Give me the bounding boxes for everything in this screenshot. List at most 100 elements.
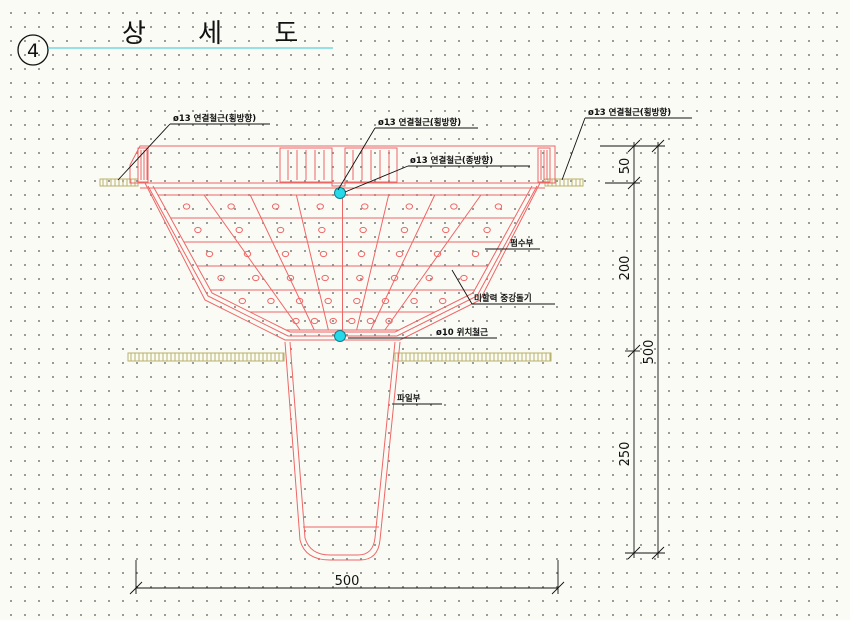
grid-cell-hole bbox=[318, 226, 326, 234]
grid-cell-hole bbox=[238, 297, 247, 305]
grid-cell-hole bbox=[390, 274, 399, 282]
grid-cell-hole bbox=[348, 317, 356, 325]
grid-cell-hole bbox=[243, 250, 252, 258]
grid-cell-hole bbox=[425, 274, 433, 282]
grid-cell-hole bbox=[460, 274, 468, 282]
grid-cell-hole bbox=[319, 250, 328, 258]
rebar-markers bbox=[334, 187, 346, 342]
dim-top: 50 bbox=[618, 158, 633, 175]
grid-cell-hole bbox=[194, 226, 202, 234]
rebar-hatch-mid-left bbox=[127, 352, 285, 362]
tick bbox=[627, 176, 641, 190]
grid-cell-hole bbox=[366, 317, 375, 325]
title-block: 4 상 세 도 bbox=[17, 19, 333, 66]
label-rebar-long: ø13 연결철근(종방향) bbox=[410, 155, 493, 166]
grid-cell-hole bbox=[316, 203, 324, 210]
center-notch bbox=[331, 150, 346, 187]
labels: ø13 연결철근(횡방향) ø13 연결철근(횡방향) ø13 연결철근(횡방향… bbox=[173, 107, 671, 404]
grid-cell-hole bbox=[329, 317, 337, 325]
dim-total: 500 bbox=[642, 340, 657, 365]
leader-rebar-left bbox=[117, 123, 171, 181]
grid-cell-hole bbox=[385, 317, 393, 325]
grid-cell-hole bbox=[450, 203, 458, 210]
label-pile: 파일부 bbox=[397, 393, 421, 404]
grid-col-line bbox=[370, 194, 436, 331]
grid-cell-hole bbox=[381, 297, 390, 305]
grid-cell-hole bbox=[395, 250, 404, 258]
dim-mid: 200 bbox=[618, 256, 633, 281]
grid-cell-hole bbox=[483, 226, 491, 234]
leader-rebar-right bbox=[561, 117, 586, 181]
leaders bbox=[117, 117, 692, 405]
grid-cell-hole bbox=[321, 274, 329, 282]
grid-cell-hole bbox=[359, 226, 367, 234]
grid-cell-hole bbox=[433, 250, 442, 258]
pile-inner bbox=[289, 341, 396, 556]
drawing-title: 상 세 도 bbox=[122, 19, 320, 49]
dim-width: 500 bbox=[335, 574, 360, 589]
grid-cell-hole bbox=[182, 203, 191, 210]
grid-cell-hole bbox=[471, 250, 480, 258]
grid-cell-hole bbox=[438, 297, 447, 305]
grid-cell-hole bbox=[205, 250, 214, 258]
rebar-marker-bottom bbox=[334, 330, 346, 342]
section-number-circle bbox=[17, 34, 49, 66]
grid-cell-hole bbox=[361, 203, 369, 210]
grid-cell-hole bbox=[276, 226, 285, 234]
label-stiffener: 미할력 중강돌기 bbox=[474, 293, 532, 304]
grid-col-line bbox=[295, 194, 329, 331]
structure bbox=[129, 145, 556, 561]
dim-bottom: 250 bbox=[618, 442, 633, 467]
grid-cell-hole bbox=[235, 226, 243, 234]
rebar-hatch-ticks bbox=[102, 179, 581, 361]
grid-cell-hole bbox=[281, 250, 290, 258]
grid-cell-hole bbox=[410, 297, 418, 305]
grid-cell-hole bbox=[292, 317, 300, 325]
grid-cell-hole bbox=[357, 250, 366, 258]
label-footing: 펌수부 bbox=[510, 238, 534, 249]
grid-cell-hole bbox=[405, 203, 414, 210]
label-position-rebar: ø10 위치철근 bbox=[436, 327, 488, 338]
grid-cell-hole bbox=[252, 274, 260, 282]
section-number: 4 bbox=[27, 40, 39, 62]
grid-col-line bbox=[356, 194, 390, 331]
funnel-grid bbox=[157, 194, 528, 331]
label-rebar-right: ø13 연결철근(횡방향) bbox=[588, 107, 671, 118]
label-rebar-center: ø13 연결철근(횡방향) bbox=[378, 117, 461, 128]
rebar-hatch-group bbox=[99, 178, 584, 362]
tick bbox=[627, 344, 641, 358]
grid-cell-hole bbox=[442, 226, 450, 234]
grid-col-line bbox=[249, 194, 315, 331]
grid-cell-hole bbox=[353, 297, 361, 305]
grid-cell-hole bbox=[400, 226, 409, 234]
grid-col-line bbox=[203, 194, 301, 331]
pile-outline bbox=[284, 341, 401, 561]
dimension-labels: 50 200 500 250 500 bbox=[335, 158, 657, 589]
leader-rebar-center bbox=[337, 127, 376, 191]
parapet-right bbox=[537, 147, 551, 183]
label-rebar-left: ø13 연결철근(횡방향) bbox=[173, 113, 256, 124]
rebar-marker-top bbox=[334, 187, 346, 199]
rebar-hatch-mid-right bbox=[394, 352, 552, 362]
tick bbox=[551, 581, 565, 595]
grid-cell-hole bbox=[324, 297, 332, 305]
grid-cell-hole bbox=[217, 274, 225, 282]
tick bbox=[627, 546, 641, 560]
grid-cell-hole bbox=[227, 203, 235, 210]
tick bbox=[651, 546, 665, 560]
leader-rebar-long bbox=[344, 165, 409, 193]
grid-cell-hole bbox=[356, 274, 364, 282]
grid-cell-hole bbox=[494, 203, 503, 210]
grid-cell-hole bbox=[271, 203, 280, 210]
tick bbox=[129, 581, 143, 595]
dimensions bbox=[129, 139, 665, 595]
parapet-left bbox=[137, 147, 149, 183]
leader-stiffener bbox=[451, 269, 473, 305]
grid-col-line bbox=[384, 194, 482, 331]
tick bbox=[627, 139, 641, 153]
grid-cell-hole bbox=[295, 297, 304, 305]
grid-cell-hole bbox=[286, 274, 295, 282]
grid-cell-hole bbox=[310, 317, 319, 325]
grid-cell-hole bbox=[267, 297, 275, 305]
